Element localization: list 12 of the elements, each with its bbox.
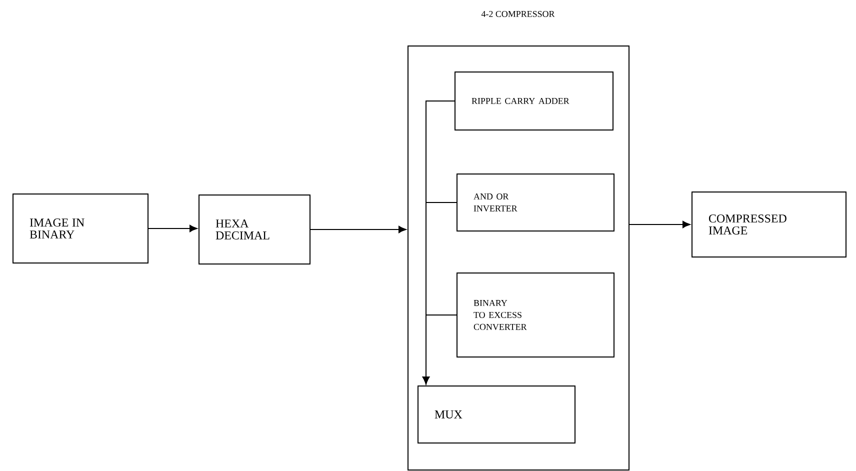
block-label: RIPPLE CARRY ADDER: [472, 98, 570, 104]
branch-arrow: [422, 314, 457, 384]
arrow: [629, 220, 690, 228]
arrow: [310, 226, 406, 234]
block-label: HEXA DECIMAL: [216, 220, 270, 240]
block-label: IMAGE IN BINARY: [30, 218, 84, 238]
block-label: BINARY TO EXCESS CONVERTER: [474, 300, 527, 330]
block-label: AND OR INVERTER: [474, 193, 518, 212]
block-label: MUX: [434, 410, 462, 418]
block-heading: 4-2 COMPRESSOR: [481, 10, 555, 18]
arrow: [148, 224, 198, 232]
block-label: COMPRESSED IMAGE: [708, 214, 786, 234]
